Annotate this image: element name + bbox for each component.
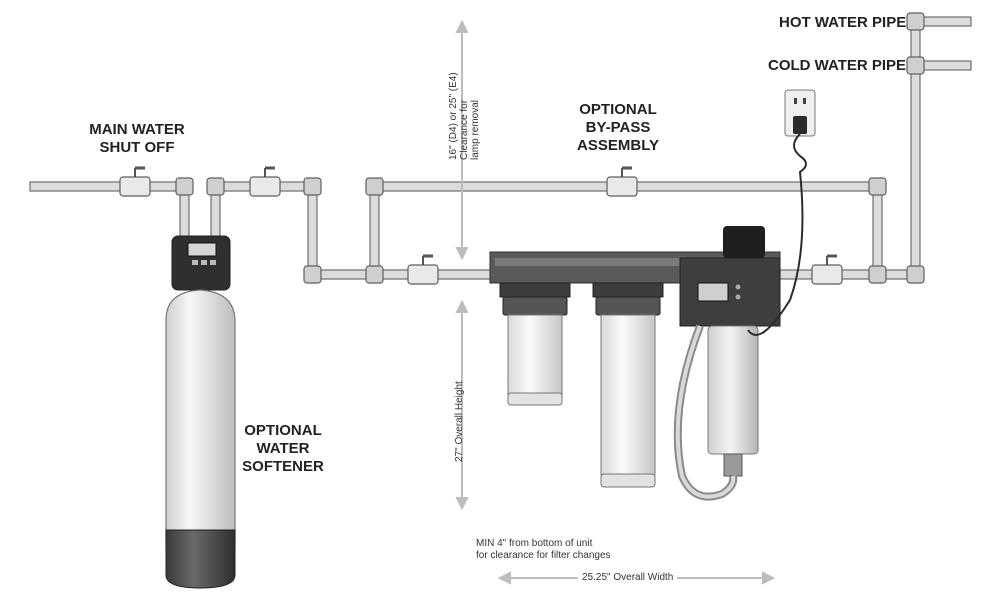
softener-button [201,260,207,265]
uv-indicator [735,294,741,300]
elbow-fitting [303,265,322,284]
bottom-clearance-note: MIN 4" from bottom of unit for clearance… [476,538,611,562]
elbow-fitting [906,265,925,284]
outlet-valve [811,254,843,285]
bottom-clearance-line: for clearance for filter changes [476,550,611,561]
arrowhead [762,571,776,585]
uv-controller [679,257,781,327]
main-inlet-pipe [29,181,186,192]
lower-pipe-c [779,269,921,280]
arrowhead [455,247,469,261]
elbow-fitting [868,177,887,196]
softener-base [165,529,236,589]
arrowhead [455,497,469,511]
elbow-fitting [206,177,225,196]
power-outlet [747,89,816,336]
main-shutoff-valve [119,166,151,197]
bypass-valve [606,166,638,197]
cold-water-pipe-label: COLD WATER PIPE [768,57,907,74]
softener-button [192,260,198,265]
tee-fitting [365,265,384,284]
bypass-label-line: ASSEMBLY [577,137,659,154]
softener-label-line: WATER [256,440,310,457]
clearance-note-line: 16" (D4) or 25" (E4) [448,72,459,160]
outlet-slot [803,98,806,104]
bypass-label: OPTIONAL BY-PASS ASSEMBLY [570,101,666,155]
valves [119,166,843,285]
uv-chamber-fitting [723,453,743,477]
softener-label-line: OPTIONAL [244,422,322,439]
softener-bypass-valve [249,166,281,197]
main-shutoff-label: MAIN WATER SHUT OFF [82,121,192,157]
filtration-unit [489,226,781,501]
elbow-fitting [906,12,925,31]
bypass-right-riser [872,181,883,280]
hot-water-pipe-label: HOT WATER PIPE [779,14,907,31]
height-note: 27" Overall Height [454,381,465,462]
filter2-cap [592,282,664,298]
filter1-bottom [507,392,563,406]
main-shutoff-label-line: MAIN WATER [89,121,185,138]
bypass-label-line: OPTIONAL [579,101,657,118]
main-shutoff-label-line: SHUT OFF [99,139,175,156]
outlet-slot [794,98,797,104]
filter2-ring [595,296,661,316]
power-plug [793,116,807,134]
power-cord [747,133,807,336]
uv-indicator [735,284,741,290]
arrowhead [455,299,469,313]
bypass-left-riser [369,181,380,280]
uv-lamp-cap [723,226,765,258]
drop-pipe [307,181,318,279]
tee-fitting [906,56,925,75]
bottom-clearance-line: MIN 4" from bottom of unit [476,538,593,549]
bracket-face [495,258,775,266]
arrowhead [455,19,469,33]
softener-tank [165,289,236,549]
elbow-fitting [303,177,322,196]
clearance-note-line: lamp removal [470,99,481,160]
softener-button [210,260,216,265]
arrowhead [497,571,511,585]
elbow-fitting [175,177,194,196]
width-note: 25.25" Overall Width [578,572,678,584]
uv-chamber [707,325,759,455]
filter2-bottom [600,473,656,488]
uv-display [697,282,729,302]
filter1-ring [502,296,568,316]
clearance-note: 16" (D4) or 25" (E4) Clearance for lamp … [448,72,481,160]
pipe-fittings [175,12,925,284]
filter1-cap [499,282,571,298]
clearance-note-line: Clearance for [459,99,470,160]
elbow-fitting [365,177,384,196]
bypass-label-line: BY-PASS [585,119,651,136]
inlet-valve [407,254,439,285]
outlet-plate [784,89,816,137]
water-softener [165,235,236,589]
hose [675,325,736,499]
softener-display [187,242,217,257]
softener-label: OPTIONAL WATER SOFTENER [240,422,326,476]
filter1-housing [507,314,563,396]
softener-label-line: SOFTENER [242,458,324,475]
filter2-housing [600,314,656,476]
height-note-line: 27" Overall Height [454,381,465,462]
tee-fitting [868,265,887,284]
